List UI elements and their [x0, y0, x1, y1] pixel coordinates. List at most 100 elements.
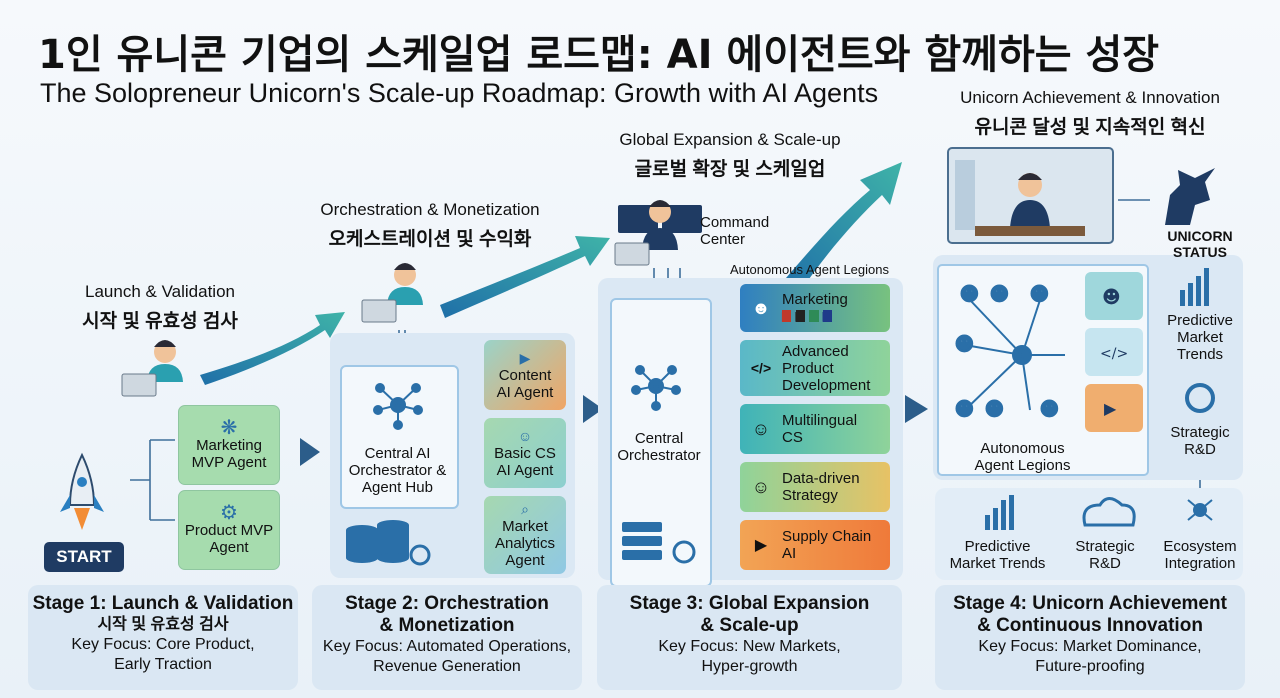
stage3-box-title-2: & Scale-up	[700, 615, 799, 636]
stage1-box-ko: 시작 및 유효성 검사	[97, 616, 229, 633]
magnifier-icon: ⌕	[521, 501, 529, 517]
command-line-2: Center	[700, 231, 746, 248]
stage1-focus-2: Early Traction	[114, 656, 212, 673]
marketing-mvp-agent-card[interactable]: ❋ Marketing MVP Agent	[178, 405, 280, 485]
bottom-ecosystem-label: Ecosystem Integration	[1155, 538, 1245, 572]
stage2-label-ko: 오케스트레이션 및 수익화	[328, 229, 532, 250]
content-agent-line-2: AI Agent	[496, 383, 554, 401]
bottom-trends-1: Predictive	[964, 538, 1031, 555]
code-icon: </>	[750, 359, 772, 376]
supply-line-1: Supply Chain	[782, 528, 872, 545]
headset-icon: ☺	[517, 427, 533, 444]
chevron-arrow-3	[905, 395, 928, 423]
bottom-eco-2: Integration	[1164, 555, 1236, 572]
headset-icon-2: ☺	[751, 418, 771, 439]
stage4-legions-label: Autonomous Agent Legions	[960, 440, 1085, 474]
central-line-2: Orchestrator	[617, 447, 701, 464]
cs-agent-line-1: Basic CS	[494, 444, 556, 462]
stage2-summary: Stage 2: Orchestration & Monetization Ke…	[312, 585, 582, 690]
content-ai-agent-card[interactable]: ▶ Content AI Agent	[484, 340, 566, 410]
product-dev-legion-card[interactable]: </> Advanced Product Development	[740, 340, 890, 396]
command-line-1: Command	[700, 214, 770, 231]
side-trends-3: Trends	[1176, 346, 1224, 363]
stage1-focus-1: Key Focus: Core Product,	[71, 636, 255, 653]
stage1-summary: Stage 1: Launch & Validation 시작 및 유효성 검사…	[28, 585, 298, 690]
chevron-arrow-2	[583, 395, 603, 423]
chart-icon: ☺	[751, 476, 771, 497]
product-dev-line-2: Product	[782, 359, 834, 377]
stage4-focus-2: Future-proofing	[1035, 658, 1145, 675]
stage4-summary: Stage 4: Unicorn Achievement & Continuou…	[935, 585, 1245, 690]
stage4-label-en: Unicorn Achievement & Innovation	[960, 88, 1220, 107]
stage2-focus-1: Key Focus: Automated Operations,	[322, 638, 572, 655]
stage3-legions-label: Autonomous Agent Legions	[729, 262, 889, 277]
analytics-line-3: Agent	[505, 552, 545, 569]
market-analytics-agent-card[interactable]: ⌕ Market Analytics Agent	[484, 496, 566, 574]
side-rd-2: R&D	[1184, 441, 1216, 458]
multilingual-line-2: CS	[782, 429, 803, 446]
side-trends-2: Market	[1177, 329, 1223, 346]
status-line-2: STATUS	[1173, 244, 1227, 260]
multilingual-line-1: Multilingual	[782, 412, 858, 429]
stage1-label-ko: 시작 및 유효성 검사	[82, 311, 238, 332]
side-trends-1: Predictive	[1167, 312, 1233, 329]
gear-icon: ⚙	[220, 501, 238, 524]
stage3-summary: Stage 3: Global Expansion & Scale-up Key…	[597, 585, 902, 690]
start-button[interactable]: START	[44, 542, 124, 572]
strategy-line-1: Data-driven	[782, 470, 860, 487]
chevron-arrow-1	[300, 438, 320, 466]
stage4-label-ko: 유니콘 달성 및 지속적인 혁신	[974, 117, 1206, 138]
analytics-line-2: Analytics	[494, 535, 556, 552]
strategy-line-2: Strategy	[782, 487, 838, 504]
product-dev-line-3: Development	[782, 376, 871, 394]
stage4-focus-1: Key Focus: Market Dominance,	[978, 638, 1202, 655]
stage1-box-title: Stage 1: Launch & Validation	[32, 593, 294, 614]
bottom-rd-label: Strategic R&D	[1065, 538, 1145, 572]
stage2-label-en: Orchestration & Monetization	[320, 200, 540, 219]
data-strategy-card[interactable]: ☺ Data-driven Strategy	[740, 462, 890, 512]
hub-line-2: Orchestrator &	[348, 462, 447, 479]
stage2-focus-2: Revenue Generation	[373, 658, 521, 675]
bottom-rd-2: R&D	[1089, 555, 1121, 572]
stage4-box-title-2: & Continuous Innovation	[977, 615, 1203, 636]
growth-arrow-1	[200, 312, 345, 385]
command-center-label: Command Center	[700, 214, 790, 248]
flag-icons: ▆ ▆ ▆ ▆	[782, 310, 833, 322]
product-dev-line-1: Advanced	[782, 342, 849, 360]
basic-cs-agent-card[interactable]: ☺ Basic CS AI Agent	[484, 418, 566, 488]
legions-line-2: Agent Legions	[974, 457, 1071, 474]
stage3-focus-2: Hyper-growth	[701, 658, 798, 675]
stage2-box-title-1: Stage 2: Orchestration	[345, 593, 549, 614]
supply-line-2: AI	[782, 545, 797, 562]
stage1-label-en: Launch & Validation	[85, 282, 235, 301]
stage3-label-en: Global Expansion & Scale-up	[619, 130, 841, 149]
side-rd-1: Strategic	[1170, 424, 1230, 441]
bottom-rd-1: Strategic	[1075, 538, 1135, 555]
unicorn-status-label: UNICORN STATUS	[1155, 228, 1245, 260]
status-line-1: UNICORN	[1167, 228, 1233, 244]
product-mvp-agent-card[interactable]: ⚙ Product MVP Agent	[178, 490, 280, 570]
product-mvp-agent-label: Product MVP Agent	[184, 521, 274, 556]
stage3-label-ko: 글로벌 확장 및 스케일업	[634, 159, 826, 180]
multilingual-cs-card[interactable]: ☺ Multilingual CS	[740, 404, 890, 454]
cs-agent-line-2: AI Agent	[496, 461, 554, 479]
network-icon: ❋	[220, 416, 238, 439]
marketing-legion-card[interactable]: ☻ Marketing ▆ ▆ ▆ ▆	[740, 284, 890, 332]
growth-arrow-2	[440, 236, 610, 318]
stage4-box-title-1: Stage 4: Unicorn Achievement	[953, 593, 1227, 614]
hub-line-3: Agent Hub	[362, 479, 433, 496]
marketing-legion-label: Marketing	[782, 291, 848, 308]
bottom-eco-1: Ecosystem	[1163, 538, 1237, 555]
analytics-line-1: Market	[502, 518, 548, 535]
stage3-focus-1: Key Focus: New Markets,	[658, 638, 841, 655]
bottom-trends-label: Predictive Market Trends	[940, 538, 1055, 572]
bottom-trends-2: Market Trends	[949, 555, 1046, 572]
video-icon-2: ▶	[754, 536, 768, 554]
central-hub-label: Central AI Orchestrator & Agent Hub	[340, 445, 455, 496]
supply-chain-card[interactable]: ▶ Supply Chain AI	[740, 520, 890, 570]
legions-line-1: Autonomous	[980, 440, 1065, 457]
side-trends-label: Predictive Market Trends	[1155, 312, 1245, 363]
stage2-box-title-2: & Monetization	[379, 615, 515, 636]
robot-icon: ☻	[751, 297, 771, 318]
